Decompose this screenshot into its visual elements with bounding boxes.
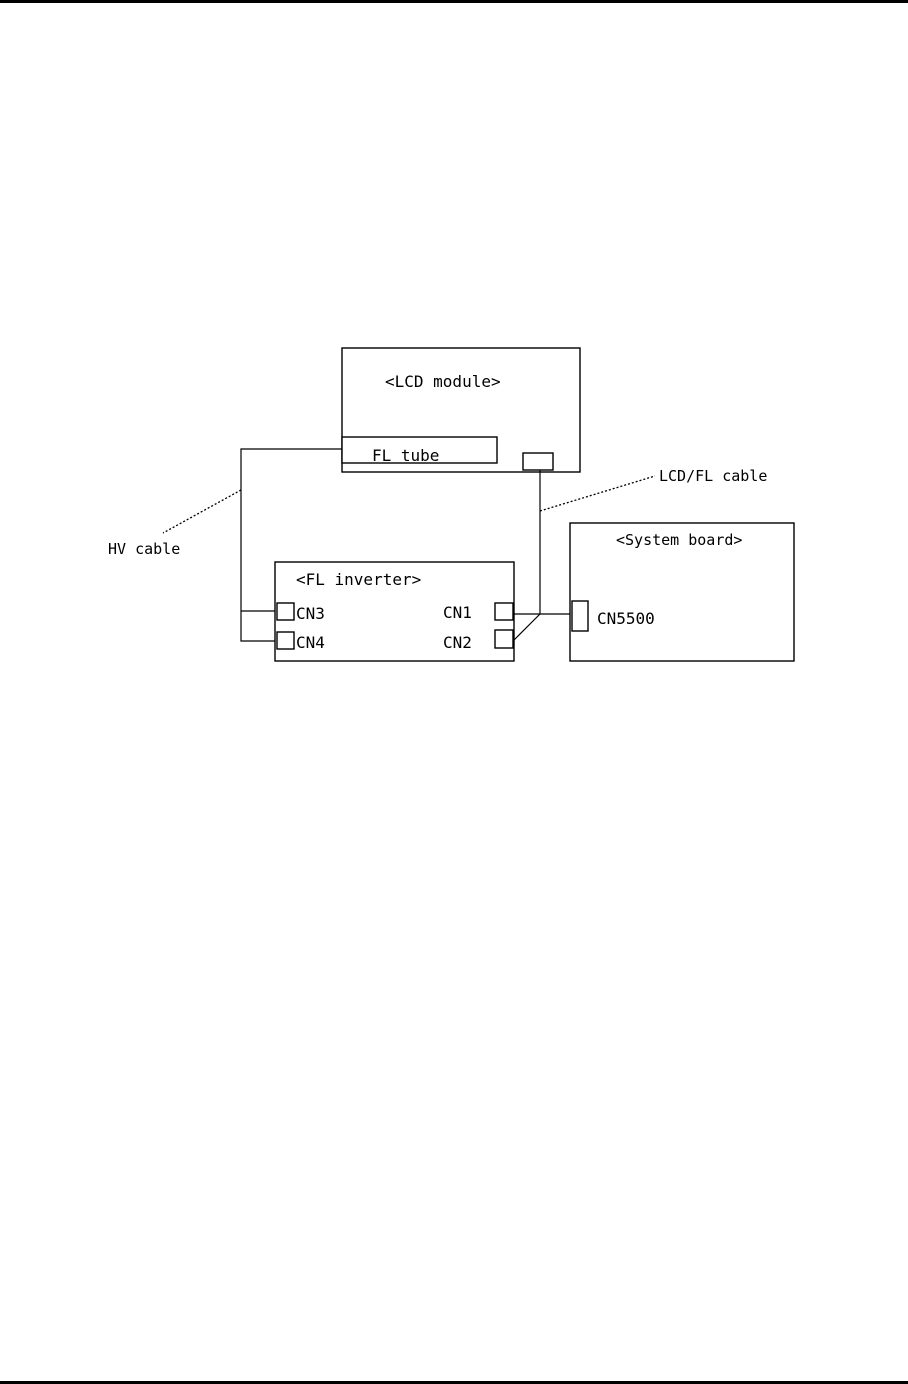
system-board-label: <System board> (616, 531, 742, 549)
lcd-connector (522, 452, 554, 471)
cn5500-connector (571, 600, 589, 632)
lcd-fl-cable-leader (539, 475, 656, 512)
fl-tube-box (341, 436, 498, 464)
cn4-label: CN4 (296, 633, 325, 652)
cn1-label: CN1 (443, 603, 472, 622)
cn4-connector (276, 631, 295, 650)
hv-cable-line (240, 448, 342, 642)
fl-inverter-label: <FL inverter> (296, 570, 421, 589)
cn5500-label: CN5500 (597, 609, 655, 628)
lcd-fl-cable-label: LCD/FL cable (659, 467, 767, 485)
page-bottom-rule (0, 1381, 908, 1384)
cn3-connector (276, 602, 295, 621)
system-board-box (569, 522, 795, 662)
cn2-branch-line (513, 613, 541, 641)
hv-cable-leader (162, 489, 242, 534)
cn2-connector (494, 629, 514, 649)
fl-tube-label: FL tube (372, 446, 439, 465)
lcd-module-label: <LCD module> (385, 372, 501, 391)
fl-inverter-box (274, 561, 515, 662)
cn3-label: CN3 (296, 604, 325, 623)
cn1-connector (494, 602, 514, 621)
page-top-rule (0, 0, 908, 3)
hv-cable-label: HV cable (108, 540, 180, 558)
cn2-label: CN2 (443, 633, 472, 652)
